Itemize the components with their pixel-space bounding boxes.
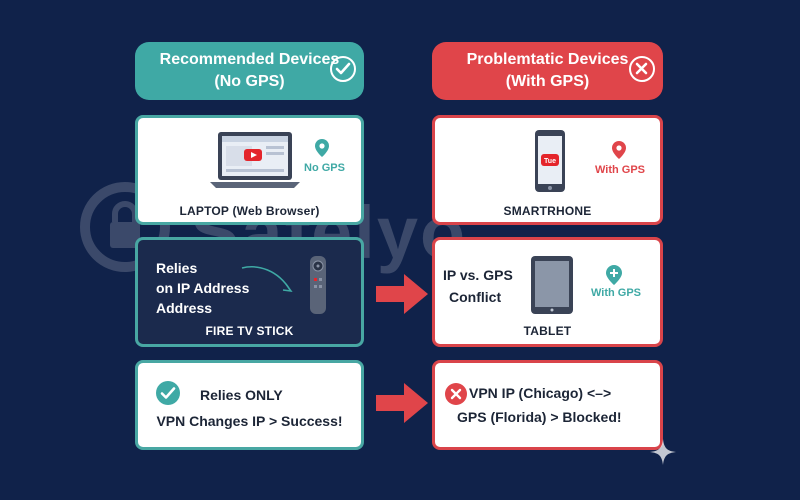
problematic-header-title: Problemtatic Devices (466, 51, 629, 68)
tablet-text: IP vs. GPS Conflict (443, 264, 513, 308)
curved-arrow-icon (241, 266, 293, 292)
x-circle-icon (629, 56, 655, 82)
fire-tv-text-line2: on IP Address (156, 280, 250, 296)
laptop-card: No GPS LAPTOP (Web Browser) (135, 115, 364, 225)
with-gps-tag: With GPS (591, 287, 642, 299)
sparkle-icon (650, 439, 676, 465)
tablet-caption: TABLET (523, 324, 572, 338)
phone-screen-text: Tue (544, 158, 556, 165)
fire-tv-card: Relies on IP Address Address FIRE TV STI… (135, 237, 364, 347)
fire-tv-text-line1: Relies (156, 260, 198, 276)
location-pin-icon (606, 265, 622, 285)
fire-tv-text: Relies on IP Address Address (156, 258, 249, 318)
check-circle-icon (156, 381, 180, 405)
fire-tv-caption: FIRE TV STICK (205, 324, 294, 338)
tablet-card: IP vs. GPS Conflict With GPS TABLET (432, 237, 663, 347)
recommended-header-subtitle: (No GPS) (214, 73, 285, 90)
problematic-header-subtitle: (With GPS) (505, 73, 590, 90)
location-pin-icon (315, 139, 329, 157)
smartphone-caption: SMARTRHONE (503, 204, 592, 218)
right-arrow-icon (376, 274, 428, 314)
fire-tv-text-line3: Address (156, 300, 213, 316)
tablet-icon (531, 256, 573, 314)
location-pin-icon (612, 141, 626, 159)
smartphone-card: Tue With GPS SMARTRHONE (432, 115, 663, 225)
blocked-line2: GPS (Florida) > Blocked! (457, 409, 622, 425)
blocked-card: VPN IP (Chicago) <–> GPS (Florida) > Blo… (432, 360, 663, 450)
success-line1: Relies ONLY (200, 387, 283, 403)
right-arrow-icon (376, 383, 428, 423)
x-circle-icon (445, 383, 467, 405)
recommended-header: Recommended Devices (No GPS) (135, 42, 364, 100)
no-gps-tag: No GPS (304, 162, 345, 174)
check-circle-icon (330, 56, 356, 82)
tablet-text-line2: Conflict (449, 289, 502, 305)
with-gps-tag: With GPS (595, 164, 646, 176)
smartphone-icon: Tue (535, 130, 565, 192)
success-card: Relies ONLY VPN Changes IP > Success! (135, 360, 364, 450)
problematic-header: Problemtatic Devices (With GPS) (432, 42, 663, 100)
remote-control-icon (310, 256, 326, 314)
blocked-line1: VPN IP (Chicago) <–> (469, 385, 612, 401)
success-line2: VPN Changes IP > Success! (156, 413, 343, 429)
laptop-icon (210, 132, 300, 188)
tablet-text-line1: IP vs. GPS (443, 267, 513, 283)
recommended-header-title: Recommended Devices (159, 51, 340, 68)
laptop-caption: LAPTOP (Web Browser) (179, 204, 320, 218)
